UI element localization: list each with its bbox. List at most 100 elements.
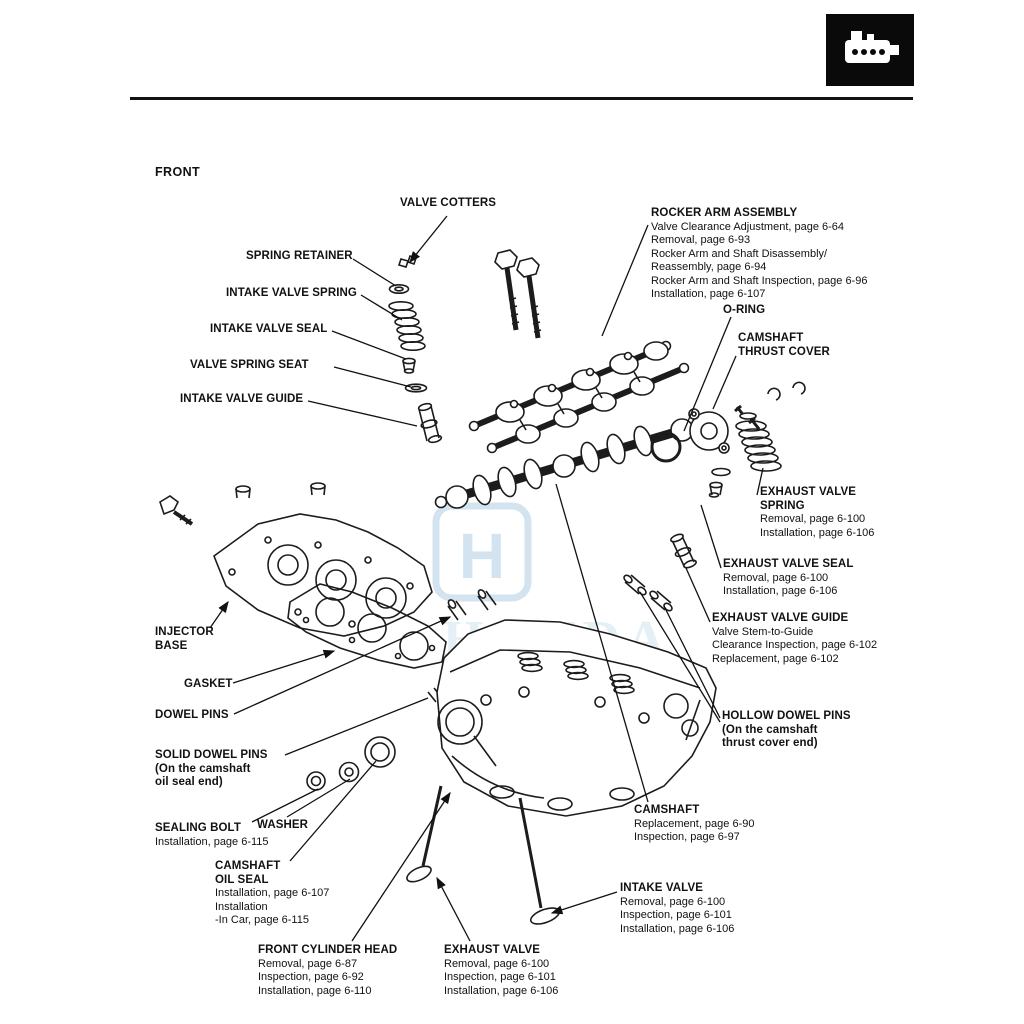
label-line: Installation, page 6-106 <box>723 585 838 597</box>
camshaft-drawing <box>434 418 694 509</box>
label-line: GASKET <box>184 678 233 690</box>
label-intake-valve-seal: INTAKE VALVE SEAL <box>210 323 327 337</box>
label-title: EXHAUST VALVE <box>444 944 558 958</box>
label-line: SOLID DOWEL PINS <box>155 749 268 761</box>
label-line: INTAKE VALVE GUIDE <box>180 393 304 405</box>
label-line: thrust cover end) <box>722 737 818 749</box>
label-title: SPRING RETAINER <box>246 250 353 264</box>
label-line: Reassembly, page 6-94 <box>651 261 767 273</box>
label-line: EXHAUST VALVE <box>444 944 541 956</box>
label-line: Inspection, page 6-101 <box>444 971 556 983</box>
label-title: EXHAUST VALVE GUIDE <box>712 612 877 626</box>
label-line: Inspection, page 6-101 <box>620 909 732 921</box>
exhaust-valve-train-parts <box>670 412 782 569</box>
dowel-pins-drawing <box>427 589 497 703</box>
label-line: CAMSHAFT <box>215 860 281 872</box>
label-valve-cotters: VALVE COTTERS <box>400 197 496 211</box>
label-line: OIL SEAL <box>215 873 269 886</box>
label-line: ROCKER ARM ASSEMBLY <box>651 207 798 219</box>
label-line: INTAKE VALVE SPRING <box>226 287 357 299</box>
header-rule <box>130 97 913 100</box>
label-title: INTAKE VALVE <box>620 882 734 896</box>
label-title: CAMSHAFT <box>634 804 754 818</box>
label-title: FRONT CYLINDER HEAD <box>258 944 397 958</box>
label-line: SPRING RETAINER <box>246 250 353 262</box>
label-line: Removal, page 6-87 <box>258 957 358 970</box>
label-line: O-RING <box>723 304 766 316</box>
label-sealing-bolt: SEALING BOLT Installation, page 6-115 <box>155 822 269 849</box>
label-intake-valve-spring: INTAKE VALVE SPRING <box>226 287 357 301</box>
label-line: Installation, page 6-110 <box>258 984 372 997</box>
label-line: BASE <box>155 639 188 652</box>
label-line: Clearance Inspection, page 6-102 <box>712 639 878 651</box>
label-title: ROCKER ARM ASSEMBLY <box>651 207 867 221</box>
label-line: Installation, page 6-107 <box>215 887 330 899</box>
label-sublines: Installation, page 6-115 <box>155 836 269 850</box>
label-line: EXHAUST VALVE SEAL <box>723 558 854 570</box>
oil-seal-set-drawing <box>306 736 396 791</box>
label-line: INTAKE VALVE <box>620 882 703 894</box>
svg-text:H: H <box>459 520 505 592</box>
rocker-arm-assembly-drawing <box>468 340 690 454</box>
label-title: INTAKE VALVE SEAL <box>210 323 327 337</box>
label-washer: WASHER <box>257 819 308 833</box>
label-line: Rocker Arm and Shaft Inspection, page 6-… <box>651 274 868 287</box>
label-line: Valve Clearance Adjustment, page 6-64 <box>651 220 845 233</box>
leader-lines <box>209 215 764 942</box>
label-line: HOLLOW DOWEL PINS <box>722 710 851 722</box>
label-line: Replacement, page 6-90 <box>634 817 755 830</box>
label-line: WASHER <box>257 819 309 831</box>
label-line: THRUST COVER <box>738 345 830 358</box>
label-line: VALVE SPRING SEAT <box>190 359 309 371</box>
label-line: DOWEL PINS <box>155 709 229 721</box>
label-dowel-pins: DOWEL PINS <box>155 709 229 723</box>
label-line: Removal, page 6-100 <box>723 571 829 584</box>
gasket-drawing <box>287 583 447 669</box>
label-line: oil seal end) <box>155 776 223 788</box>
label-line: Removal, page 6-93 <box>651 234 751 246</box>
label-rocker-arm-assembly: ROCKER ARM ASSEMBLY Valve Clearance Adju… <box>651 207 867 302</box>
label-line: Installation <box>215 900 268 913</box>
cylinder-head-drawing <box>436 619 717 817</box>
intake-valve-train-parts <box>388 254 443 444</box>
chapter-icon-box <box>826 14 914 86</box>
label-gasket: GASKET <box>184 678 233 692</box>
label-line: Inspection, page 6-97 <box>634 831 740 843</box>
label-line: EXHAUST VALVE GUIDE <box>712 612 849 624</box>
label-title: O-RING <box>723 304 765 318</box>
label-line: Replacement, page 6-102 <box>712 652 839 665</box>
label-valve-spring-seat: VALVE SPRING SEAT <box>190 359 309 373</box>
front-label: FRONT <box>155 165 201 179</box>
cylinder-head-bolts <box>494 249 542 339</box>
o-ring-drawing <box>650 431 682 463</box>
label-line: Removal, page 6-100 <box>444 957 550 970</box>
label-line: (On the camshaft <box>722 723 818 736</box>
label-line: Rocker Arm and Shaft Disassembly/ <box>651 247 828 260</box>
label-title: INTAKE VALVE GUIDE <box>180 393 303 407</box>
label-line: SEALING BOLT <box>155 822 241 834</box>
